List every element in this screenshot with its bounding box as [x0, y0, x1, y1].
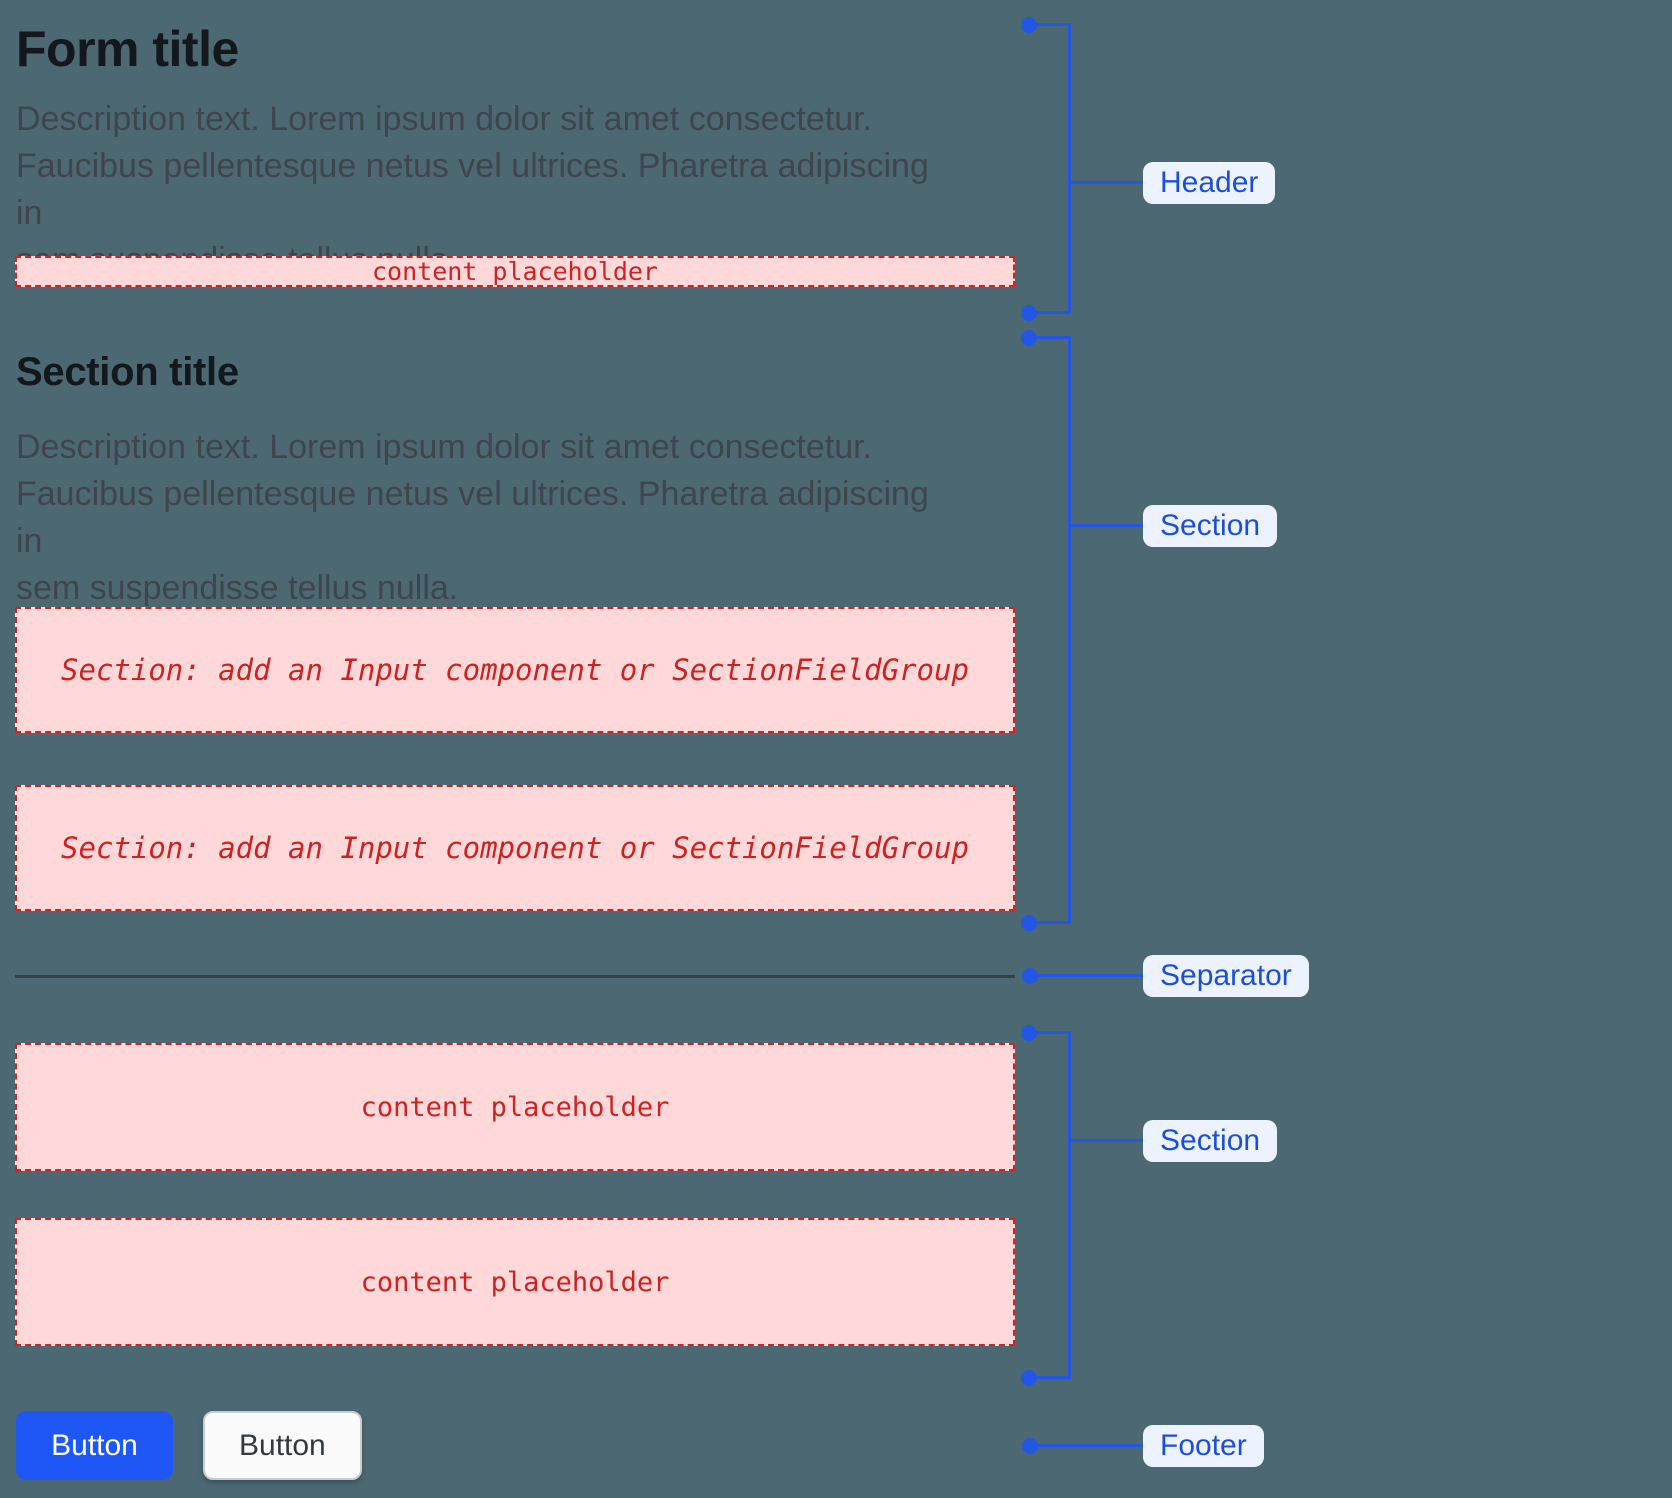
- bracket-line: [1068, 336, 1071, 924]
- form-title: Form title: [16, 21, 239, 77]
- section-input-placeholder: Section: add an Input component or Secti…: [15, 785, 1015, 911]
- annotation-label-separator: Separator: [1143, 955, 1309, 997]
- bracket-line: [1029, 23, 1071, 26]
- secondary-button[interactable]: Button: [203, 1411, 362, 1480]
- annotation-label-header: Header: [1143, 162, 1276, 204]
- section-description: Description text. Lorem ipsum dolor sit …: [16, 428, 929, 607]
- placeholder-label: content placeholder: [372, 257, 658, 286]
- footer-pointer-line: [1030, 1444, 1143, 1447]
- bracket-line: [1071, 1139, 1143, 1142]
- section-input-placeholder: Section: add an Input component or Secti…: [15, 607, 1015, 733]
- form-description: Description text. Lorem ipsum dolor sit …: [16, 100, 929, 279]
- header-content-placeholder: content placeholder: [15, 256, 1015, 287]
- annotation-label-section: Section: [1143, 505, 1278, 547]
- separator-rule: [15, 975, 1015, 978]
- bracket-line: [1068, 1031, 1071, 1379]
- annotation-label-footer: Footer: [1143, 1425, 1264, 1467]
- separator-pointer-line: [1030, 974, 1143, 977]
- section-title: Section title: [16, 350, 239, 394]
- placeholder-label: Section: add an Input component or Secti…: [61, 653, 969, 687]
- annotation-label-section: Section: [1143, 1120, 1278, 1162]
- primary-button[interactable]: Button: [16, 1411, 173, 1480]
- footer-button-group: Button Button: [16, 1411, 362, 1480]
- section-content-placeholder: content placeholder: [15, 1043, 1015, 1171]
- placeholder-label: Section: add an Input component or Secti…: [61, 831, 969, 865]
- placeholder-label: content placeholder: [360, 1266, 670, 1298]
- bracket-line: [1029, 336, 1071, 339]
- bracket-line: [1029, 311, 1071, 314]
- bracket-line: [1029, 1376, 1071, 1379]
- bracket-line: [1068, 23, 1071, 314]
- bracket-line: [1029, 921, 1071, 924]
- placeholder-label: content placeholder: [360, 1091, 670, 1123]
- bracket-line: [1029, 1031, 1071, 1034]
- bracket-line: [1071, 181, 1143, 184]
- bracket-line: [1071, 524, 1143, 527]
- section-content-placeholder: content placeholder: [15, 1218, 1015, 1346]
